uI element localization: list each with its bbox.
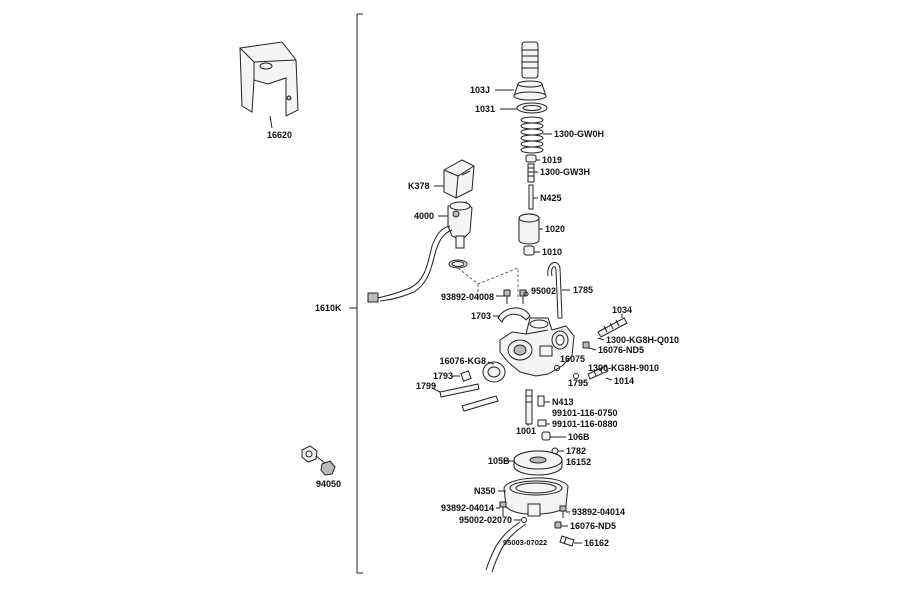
part-16076-KG8-gasket: [482, 361, 506, 383]
label-N350: N350: [474, 486, 496, 496]
part-16162-drain-screw: [559, 535, 575, 547]
label-1014: 1014: [614, 376, 634, 386]
label-95003-07022: 95003-07022: [503, 538, 547, 547]
part-95002-02070-clip: [521, 517, 527, 523]
part-16076-ND5-oring-lower: [554, 521, 562, 529]
label-94050: 94050: [316, 479, 341, 489]
label-1782: 1782: [566, 446, 586, 456]
label-1019: 1019: [542, 155, 562, 165]
part-1019-clip: [525, 154, 537, 163]
part-105B-float: [513, 450, 563, 476]
label-1785: 1785: [573, 285, 593, 295]
label-1799: 1799: [416, 381, 436, 391]
part-main-jet: [537, 419, 547, 427]
label-93892-04014-left: 93892-04014: [441, 503, 494, 513]
part-93892-04008-screws: [503, 289, 527, 304]
label-99101-116-0880: 99101-116-0880: [552, 419, 618, 429]
label-16162: 16162: [584, 538, 609, 548]
part-1785-hose: [547, 261, 563, 319]
label-93892-04014-right: 93892-04014: [572, 507, 625, 517]
label-4000: 4000: [414, 211, 434, 221]
label-105B: 105B: [488, 456, 510, 466]
part-N350-float-bowl: [503, 477, 569, 517]
label-16076-KG8: 16076-KG8: [439, 356, 486, 366]
label-1010: 1010: [542, 247, 562, 257]
label-16152: 16152: [566, 457, 591, 467]
label-1300-KG8H-Q010: 1300-KG8H-Q010: [606, 335, 679, 345]
part-16620-cover: [239, 41, 299, 129]
label-1793: 1793: [433, 371, 453, 381]
label-95002: 95002: [531, 286, 556, 296]
part-1300-GW3H-rod: [527, 163, 535, 183]
part-1795-oring: [573, 373, 579, 379]
label-16076-ND5-lower: 16076-ND5: [570, 521, 616, 531]
part-93892-04014-left: [499, 501, 507, 516]
label-99101-116-0750: 99101-116-0750: [552, 408, 618, 418]
part-95002-clip: [523, 291, 529, 297]
part-N425-needle: [528, 184, 534, 210]
label-N413: N413: [552, 397, 574, 407]
label-1703: 1703: [471, 311, 491, 321]
label-95002-02070: 95002-02070: [459, 515, 512, 525]
label-1300-GW3H: 1300-GW3H: [540, 167, 590, 177]
part-1703-clamp: [497, 307, 531, 323]
part-carburetor-body: [499, 317, 575, 377]
label-106B: 106B: [568, 432, 590, 442]
part-1020-slide: [518, 213, 540, 245]
part-1010-jet: [523, 245, 535, 256]
label-16620: 16620: [267, 130, 292, 140]
part-16075: [554, 365, 560, 371]
part-103J-top-cap: [513, 41, 547, 101]
part-93892-04014-right: [559, 505, 567, 518]
label-1031: 1031: [475, 104, 495, 114]
label-103J: 103J: [470, 85, 490, 95]
label-1300-KG8H-9010: 1300-KG8H-9010: [588, 363, 659, 373]
label-93892-04008: 93892-04008: [441, 292, 494, 302]
part-N413-tube: [525, 389, 533, 425]
part-1031-washer: [516, 102, 548, 114]
part-95003-07022-drain-hose: [485, 521, 527, 573]
label-K378: K378: [408, 181, 430, 191]
label-1034: 1034: [612, 305, 632, 315]
part-K378-cap: [443, 159, 475, 199]
label-16075: 16075: [560, 354, 585, 364]
label-16076-ND5-upper: 16076-ND5: [598, 345, 644, 355]
label-N425: N425: [540, 193, 562, 203]
part-94050-nut: [301, 445, 336, 476]
part-1300-KG8H-9010-idle-screw: [587, 365, 609, 380]
label-1795: 1795: [568, 378, 588, 388]
label-1020: 1020: [545, 224, 565, 234]
part-16076-ND5-oring-upper: [582, 341, 590, 349]
part-1034-adjust-screw: [597, 317, 628, 338]
label-1001: 1001: [516, 426, 536, 436]
part-1799-studs: [439, 383, 499, 412]
label-1610K: 1610K: [315, 303, 342, 313]
label-1300-GW0H: 1300-GW0H: [554, 129, 604, 139]
part-1793-washer: [460, 370, 472, 382]
group-bracket: [349, 13, 363, 574]
part-1300-GW0H-spring: [520, 116, 544, 154]
part-106B-pin: [541, 431, 551, 441]
